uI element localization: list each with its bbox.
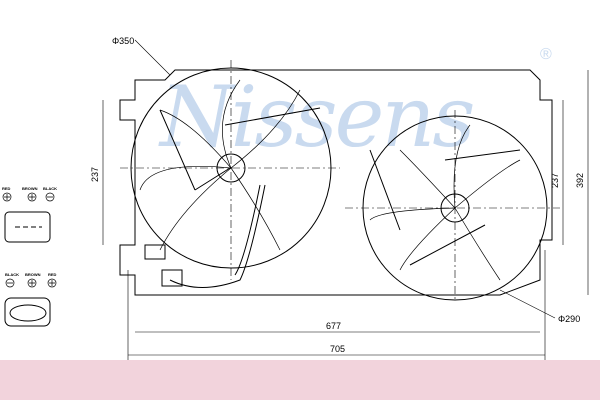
registered-mark: ® <box>540 46 552 63</box>
shroud-outline <box>119 69 553 296</box>
bottom-band <box>0 360 600 400</box>
connector1-pin3: BLACK <box>43 186 57 191</box>
connector2-pin3: RED <box>48 272 57 277</box>
dim-right-height: 237 <box>550 173 560 188</box>
dim-left-height: 237 <box>90 167 100 182</box>
connector-plug <box>144 244 166 260</box>
dim-total-height: 392 <box>575 173 585 188</box>
dim-total-width: 705 <box>330 344 345 354</box>
connector-plug-2 <box>161 269 183 287</box>
connector1-housing <box>4 211 51 243</box>
watermark-logo: Nissens <box>160 68 475 166</box>
fan-brace <box>159 107 521 266</box>
connector2-pin2: BROWN <box>25 272 41 277</box>
connector2-housing <box>4 297 51 327</box>
dim-small-diameter: Φ290 <box>558 314 580 324</box>
connector2-pin1: BLACK <box>5 272 19 277</box>
dim-inner-width: 677 <box>326 321 341 331</box>
dim-large-diameter: Φ350 <box>112 36 134 46</box>
connector1-pin2: BROWN <box>22 186 38 191</box>
connector1-pin1: RED <box>2 186 11 191</box>
wire-harness <box>169 184 266 288</box>
